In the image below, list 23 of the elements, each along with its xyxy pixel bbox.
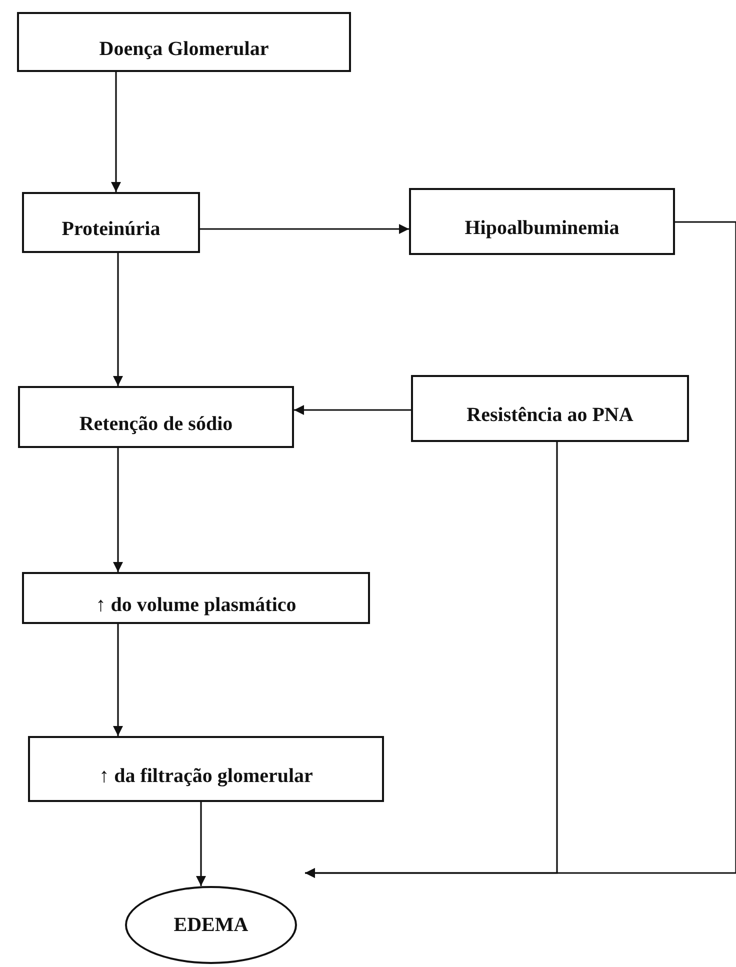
- arrow: [113, 448, 123, 572]
- arrow: [111, 72, 121, 192]
- node-label: Doença Glomerular: [99, 38, 269, 60]
- node-label: EDEMA: [174, 914, 248, 936]
- process-box: [22, 192, 200, 253]
- arrow: [200, 224, 409, 234]
- process-box: [17, 12, 351, 72]
- node-label: Hipoalbuminemia: [464, 217, 620, 240]
- node-label: Retenção de sódio: [79, 412, 233, 436]
- arrow: [113, 253, 123, 386]
- arrow: [113, 624, 123, 736]
- arrow: [305, 442, 558, 878]
- node-label: Proteinúria: [62, 218, 160, 241]
- process-box: [411, 375, 689, 442]
- arrow: [294, 405, 411, 415]
- process-box: [18, 386, 294, 448]
- process-box: [409, 188, 675, 255]
- node-label: ↑ do volume plasmático: [96, 594, 296, 616]
- process-box: [28, 736, 384, 802]
- node-label: ↑ da filtração glomerular: [99, 764, 313, 788]
- arrow: [196, 802, 206, 886]
- node-label: Resistência ao PNA: [466, 404, 634, 427]
- process-box: [22, 572, 370, 624]
